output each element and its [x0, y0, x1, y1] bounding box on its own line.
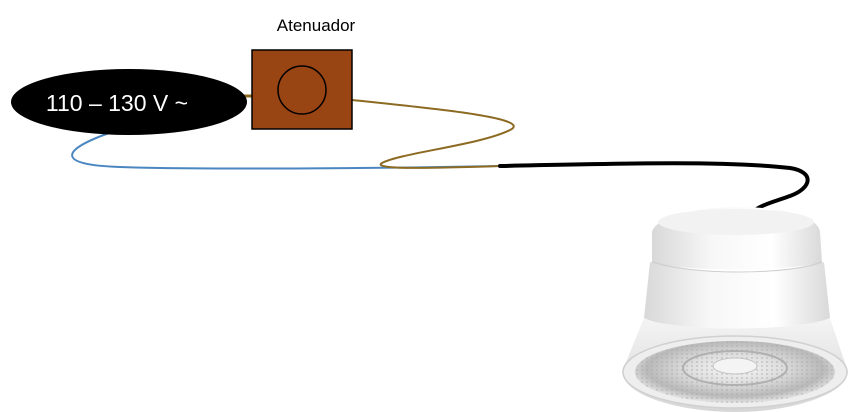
power-source-ellipse: [11, 69, 247, 135]
lamp-lens-inner-ring: [682, 350, 788, 386]
led-lamp: [622, 207, 848, 412]
lamp-body: [644, 262, 830, 329]
dimmer-knob: [277, 65, 327, 115]
dimmer-label: Atenuador: [277, 16, 356, 35]
lamp-cable: [498, 161, 810, 215]
power-source: 110 – 130 V ~: [11, 69, 247, 135]
dimmer-box: [251, 49, 353, 130]
power-source-label: 110 – 130 V ~: [46, 90, 188, 116]
lamp-top-face: [658, 209, 814, 235]
dimmer: Atenuador: [251, 16, 356, 130]
brown-wire-dimmer-lamp: [351, 99, 515, 169]
lamp-lens-center: [712, 357, 758, 375]
